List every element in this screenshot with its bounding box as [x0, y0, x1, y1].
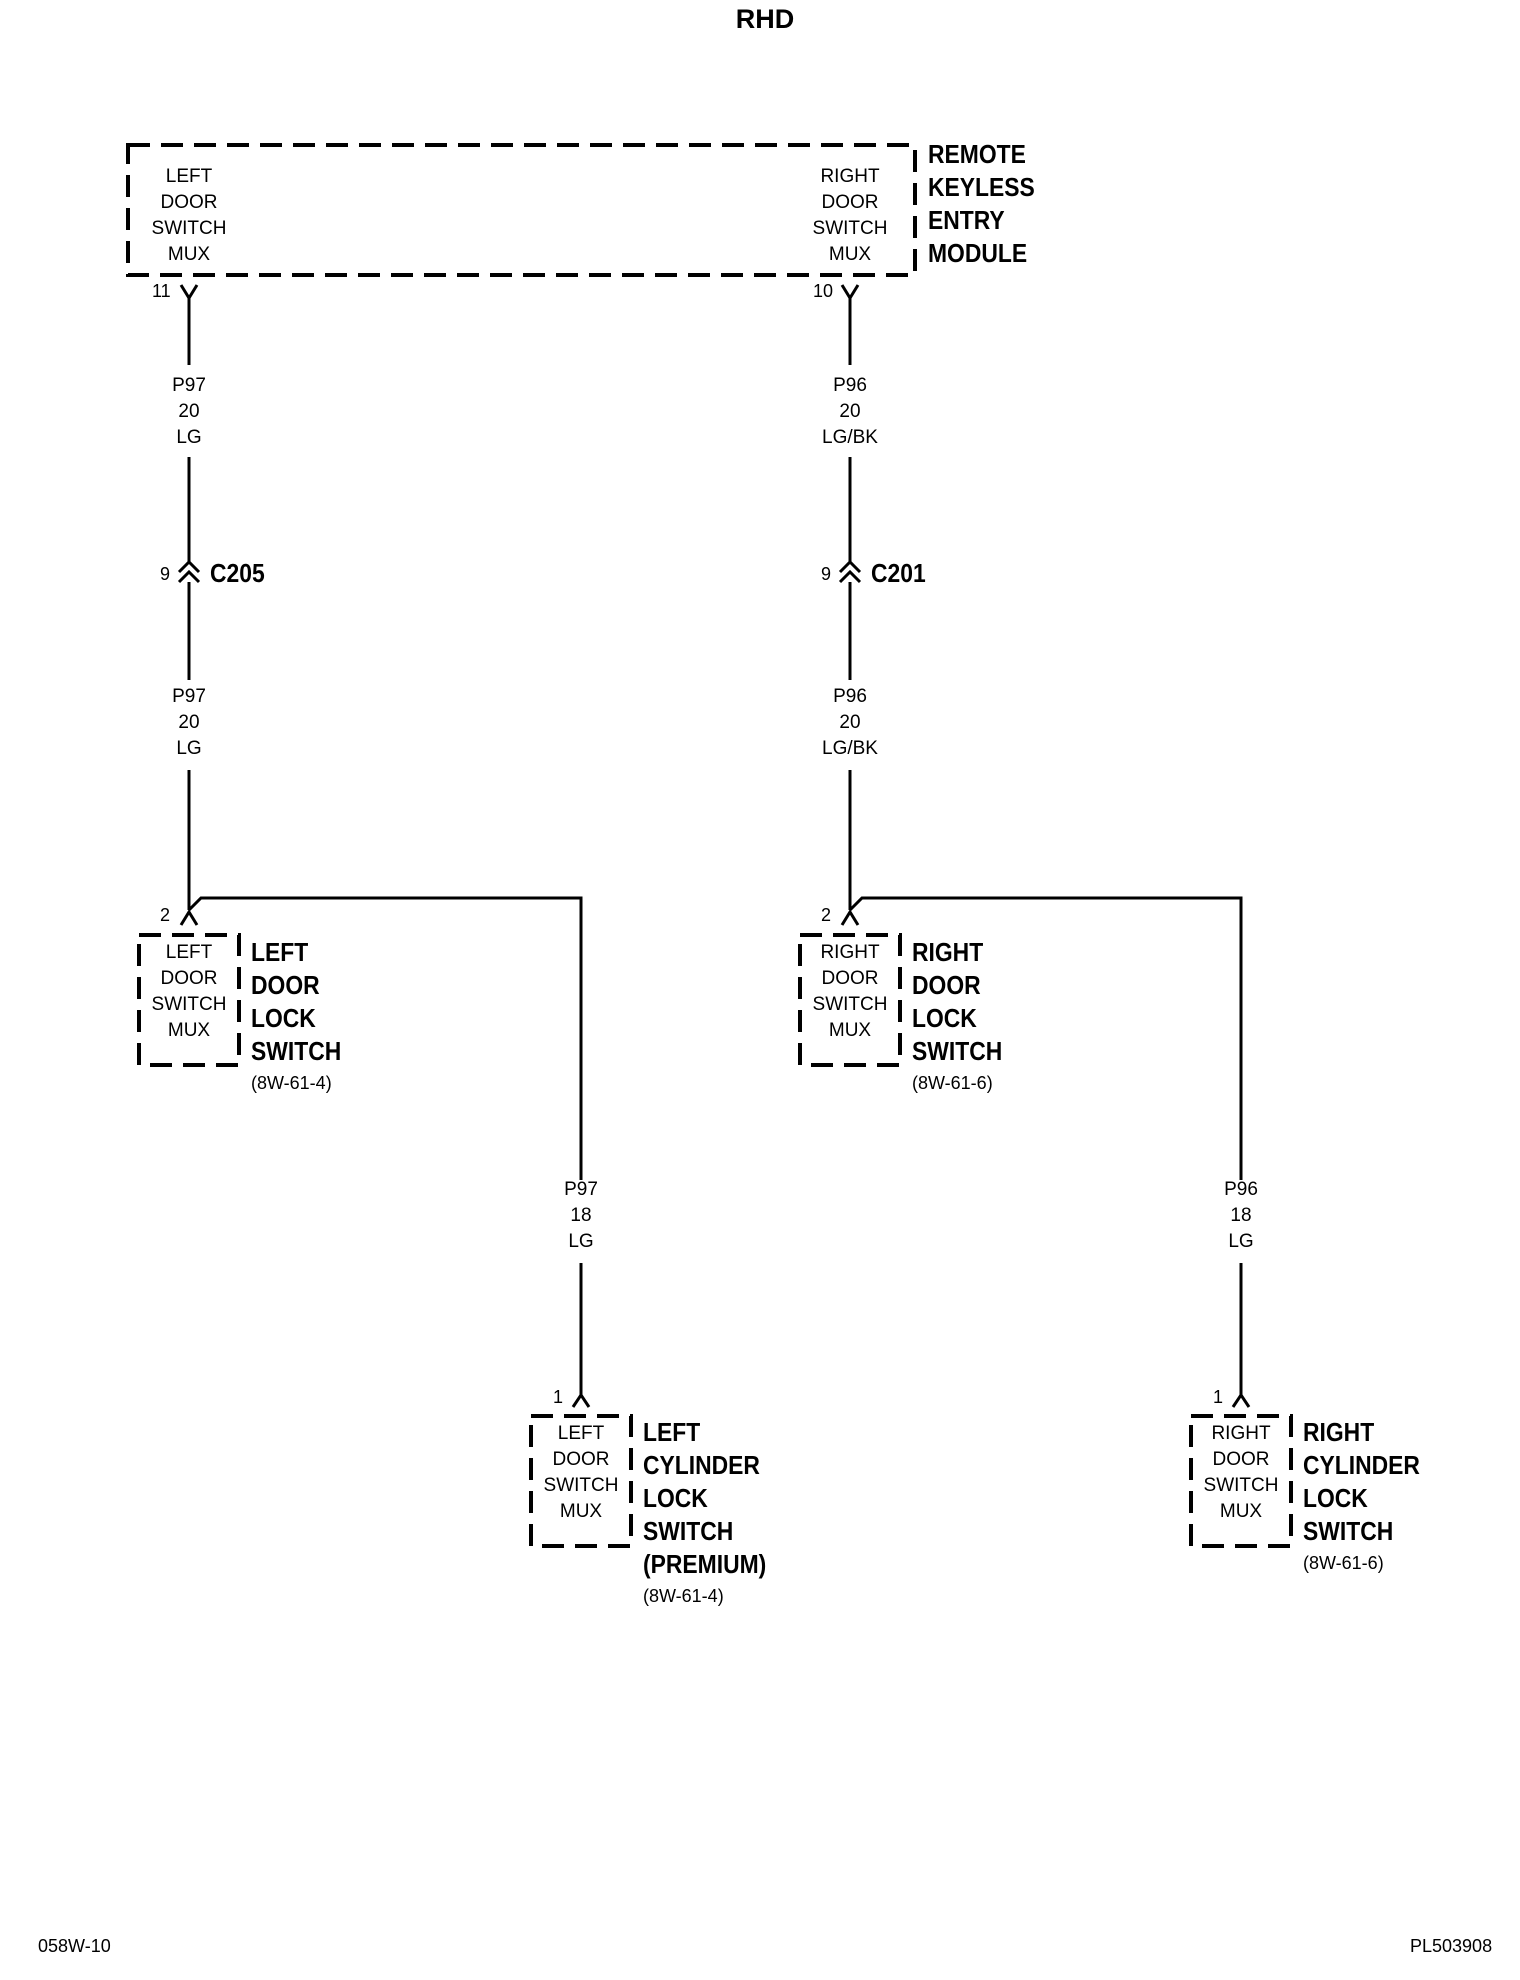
connector-c201-name: C201 [871, 558, 926, 588]
left-door-lock-pin-number: 2 [160, 905, 171, 925]
left-door-lock-switch-box [137, 933, 241, 1067]
left-door-lock-switch-ref: (8W-61-4) [251, 1073, 332, 1093]
left-door-lock-switch-name: LEFT DOOR LOCK SWITCH [251, 937, 342, 1066]
right-door-lock-pin-number: 2 [821, 905, 832, 925]
wire-label-left-branch: P97 18 LG [564, 1179, 598, 1252]
rke-left-pin-number: 11 [152, 281, 171, 301]
wire-label-left-lower: P97 20 LG [172, 686, 206, 759]
left-cylinder-lock-box-label: LEFT DOOR SWITCH MUX [543, 1423, 619, 1522]
right-door-lock-switch-ref: (8W-61-6) [912, 1073, 993, 1093]
wire-right-branch-top [848, 896, 1243, 1180]
pin-terminal-left-cylinder [571, 1392, 591, 1408]
wire-label-right-upper: P96 20 LG/BK [822, 375, 878, 448]
left-cylinder-lock-switch-ref: (8W-61-4) [643, 1586, 724, 1606]
connector-c205-symbol [177, 559, 201, 584]
right-door-lock-switch-name: RIGHT DOOR LOCK SWITCH [912, 937, 1003, 1066]
rke-module-box [126, 143, 917, 277]
footer-plate-number: PL503908 [1410, 1936, 1493, 1956]
connector-c201-pin: 9 [821, 564, 832, 584]
right-cylinder-lock-switch-ref: (8W-61-6) [1303, 1553, 1384, 1573]
right-cylinder-lock-pin-number: 1 [1213, 1387, 1224, 1407]
wire-label-right-branch: P96 18 LG [1224, 1179, 1258, 1252]
right-cylinder-lock-box-label: RIGHT DOOR SWITCH MUX [1203, 1423, 1279, 1522]
wire-label-right-lower: P96 20 LG/BK [822, 686, 878, 759]
right-door-lock-box-label: RIGHT DOOR SWITCH MUX [812, 942, 888, 1041]
left-cylinder-lock-pin-number: 1 [553, 1387, 564, 1407]
left-door-lock-box-label: LEFT DOOR SWITCH MUX [151, 942, 227, 1041]
connector-c201-symbol [838, 559, 862, 584]
right-cylinder-lock-switch-name: RIGHT CYLINDER LOCK SWITCH [1303, 1417, 1420, 1546]
rke-right-pin-number: 10 [813, 281, 834, 301]
right-cylinder-lock-switch-box [1189, 1414, 1293, 1548]
connector-c205-pin: 9 [160, 564, 171, 584]
rke-left-door-switch-mux-label: LEFT DOOR SWITCH MUX [151, 166, 227, 265]
page-title: RHD [735, 4, 795, 34]
rke-module-name: REMOTE KEYLESS ENTRY MODULE [928, 139, 1035, 268]
wire-left-branch-top [187, 896, 583, 1180]
rke-right-door-switch-mux-label: RIGHT DOOR SWITCH MUX [812, 166, 888, 265]
connector-c205-name: C205 [210, 558, 265, 588]
pin-terminal-left-door-lock [179, 909, 199, 926]
left-cylinder-lock-switch-name: LEFT CYLINDER LOCK SWITCH (PREMIUM) [643, 1417, 767, 1579]
wire-label-left-upper: P97 20 LG [172, 375, 206, 448]
pin-terminal-right-cylinder [1231, 1392, 1251, 1408]
footer-diagram-code: 058W-10 [38, 1936, 111, 1956]
right-door-lock-switch-box [798, 933, 902, 1067]
pin-terminal-right-door-lock [840, 909, 860, 926]
left-cylinder-lock-switch-box [529, 1414, 633, 1548]
